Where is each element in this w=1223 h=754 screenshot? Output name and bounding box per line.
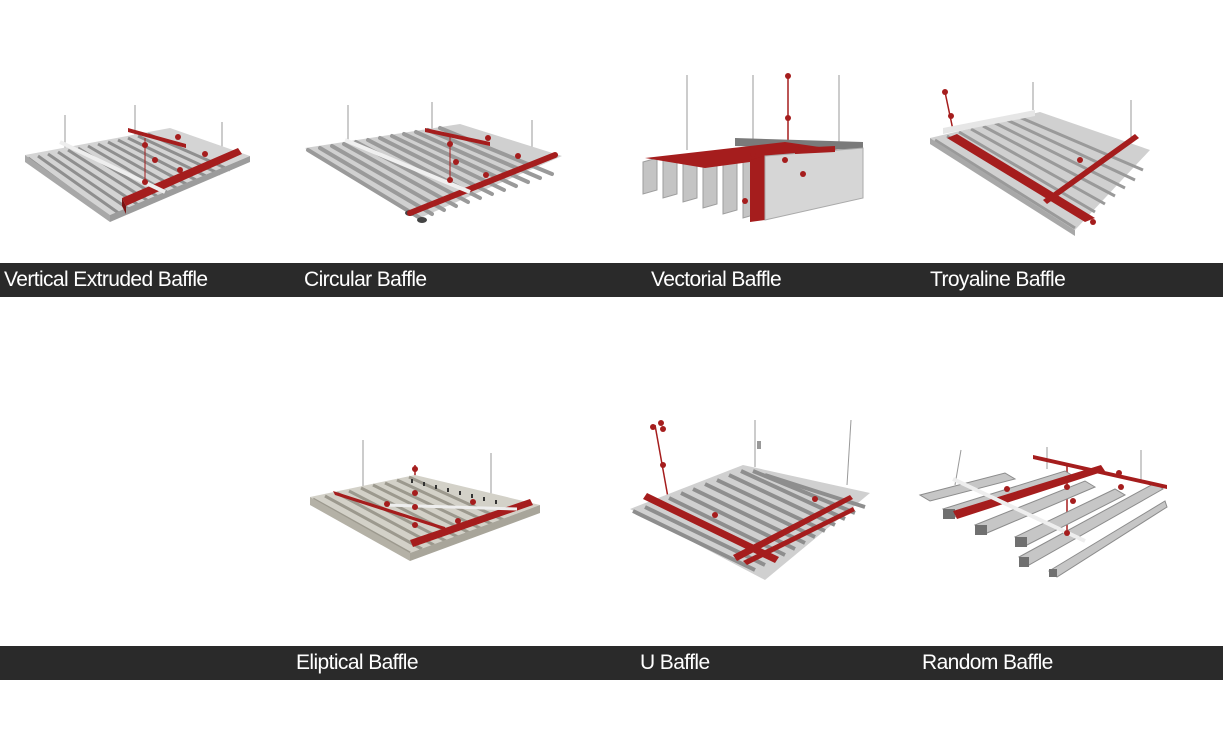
- label-vectorial-baffle: Vectorial Baffle: [651, 268, 782, 291]
- caption-band-row-2: Eliptical Baffle U Baffle Random Baffle: [0, 646, 1223, 680]
- random-baffle-image: [915, 445, 1170, 580]
- label-random-baffle: Random Baffle: [922, 651, 1053, 674]
- label-circular-baffle: Circular Baffle: [304, 268, 427, 291]
- label-eliptical-baffle: Eliptical Baffle: [296, 651, 419, 674]
- caption-band-row-1: Vertical Extruded Baffle Circular Baffle…: [0, 263, 1223, 297]
- vertical-extruded-baffle-image: [10, 100, 260, 230]
- label-troyaline-baffle: Troyaline Baffle: [930, 268, 1066, 291]
- circular-baffle-image: [300, 100, 565, 230]
- troyaline-baffle-image: [925, 80, 1155, 240]
- eliptical-baffle-image: [305, 435, 545, 565]
- u-baffle-image: [625, 415, 875, 585]
- label-u-baffle: U Baffle: [640, 651, 710, 674]
- vectorial-baffle-image: [635, 70, 875, 230]
- label-vertical-extruded-baffle: Vertical Extruded Baffle: [4, 268, 208, 291]
